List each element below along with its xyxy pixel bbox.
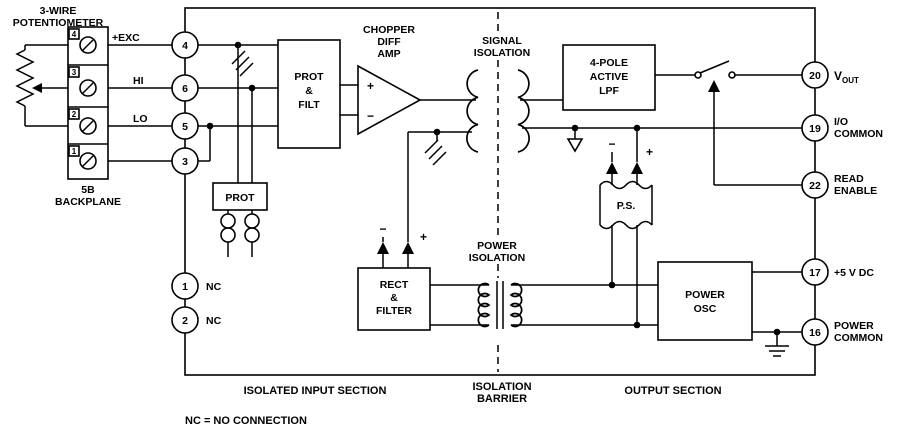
input-section-label: ISOLATED INPUT SECTION bbox=[244, 385, 387, 397]
svg-text:FILTER: FILTER bbox=[376, 305, 412, 317]
pin-2: 2 bbox=[182, 315, 188, 327]
svg-text:PROT: PROT bbox=[225, 192, 255, 204]
terminal-block: 4 3 2 1 bbox=[67, 26, 109, 180]
diode-arrow bbox=[402, 242, 414, 254]
pin-19: 19 bbox=[809, 123, 821, 135]
rect-filter-block: RECT & FILTER − + bbox=[357, 222, 431, 331]
power-isolation-transformer: POWER ISOLATION bbox=[469, 240, 525, 328]
svg-text:+: + bbox=[646, 145, 653, 159]
prot-filt-block: PROT & FILT bbox=[277, 39, 341, 149]
svg-text:DIFF: DIFF bbox=[377, 36, 401, 48]
vout-label: VOUT bbox=[834, 69, 859, 85]
svg-text:&: & bbox=[390, 292, 398, 304]
nc-label-pin1: NC bbox=[206, 281, 222, 293]
opamp-minus-input: − bbox=[367, 109, 374, 123]
diode-arrow bbox=[631, 162, 643, 174]
chopper-diff-amp: + − CHOPPER DIFF AMP bbox=[357, 24, 422, 136]
svg-text:&: & bbox=[305, 85, 313, 97]
lo-label: LO bbox=[133, 113, 148, 125]
input-pins: 4 6 5 3 1 2 NC NC bbox=[171, 31, 222, 334]
diode-arrow bbox=[606, 162, 618, 174]
io-common-label: I/O bbox=[834, 116, 848, 128]
wiper-arrow bbox=[32, 83, 42, 93]
svg-text:FILT: FILT bbox=[298, 99, 320, 111]
screw-terminals bbox=[79, 36, 97, 170]
section-labels: ISOLATED INPUT SECTION ISOLATION BARRIER… bbox=[185, 381, 722, 427]
signal-isolation-symbol: SIGNAL ISOLATION bbox=[457, 33, 547, 153]
nc-note: NC = NO CONNECTION bbox=[185, 415, 307, 427]
svg-text:POWER: POWER bbox=[477, 240, 517, 252]
svg-text:POWER: POWER bbox=[685, 289, 725, 301]
nc-label-pin2: NC bbox=[206, 315, 222, 327]
exc-label: +EXC bbox=[112, 32, 140, 44]
svg-text:4-POLE: 4-POLE bbox=[590, 57, 628, 69]
pin-16: 16 bbox=[809, 327, 821, 339]
pin-1: 1 bbox=[182, 281, 188, 293]
svg-text:COMMON: COMMON bbox=[834, 128, 883, 140]
pin-6: 6 bbox=[182, 83, 188, 95]
plus5v-label: +5 V DC bbox=[834, 267, 874, 279]
left-labels: 3-WIRE POTENTIOMETER 5B BACKPLANE +EXC H… bbox=[13, 5, 148, 208]
pin-20: 20 bbox=[809, 70, 821, 82]
power-common-label: POWER bbox=[834, 320, 874, 332]
svg-text:POTENTIOMETER: POTENTIOMETER bbox=[13, 17, 104, 29]
svg-text:−: − bbox=[608, 137, 615, 151]
potentiometer-resistor bbox=[15, 49, 35, 107]
ps-block: P.S. − + bbox=[599, 137, 653, 230]
terminal-block-pin-numbers: 4 3 2 1 bbox=[68, 28, 80, 157]
svg-text:SIGNAL: SIGNAL bbox=[482, 35, 522, 47]
pin-3: 3 bbox=[182, 156, 188, 168]
prot-block: PROT bbox=[212, 182, 268, 243]
svg-text:CHOPPER: CHOPPER bbox=[363, 24, 415, 36]
svg-text:ACTIVE: ACTIVE bbox=[590, 71, 629, 83]
common-triangle-symbol bbox=[566, 138, 584, 153]
backplane-label: 5B bbox=[81, 184, 95, 196]
svg-text:ISOLATION: ISOLATION bbox=[469, 252, 525, 264]
isolation-barrier-label: ISOLATION bbox=[472, 381, 531, 393]
svg-text:AMP: AMP bbox=[377, 48, 400, 60]
output-switch bbox=[694, 71, 736, 92]
pin-17: 17 bbox=[809, 267, 821, 279]
lpf-block: 4-POLE ACTIVE LPF bbox=[562, 44, 656, 111]
opamp-plus-input: + bbox=[367, 79, 374, 93]
diode-arrow bbox=[377, 242, 389, 254]
pin-5: 5 bbox=[182, 121, 188, 133]
block-pin-3: 3 bbox=[72, 68, 77, 77]
svg-text:BACKPLANE: BACKPLANE bbox=[55, 196, 121, 208]
svg-text:P.S.: P.S. bbox=[617, 200, 636, 212]
read-enable-label: READ bbox=[834, 173, 864, 185]
power-osc-block: POWER OSC bbox=[657, 261, 753, 341]
block-pin-2: 2 bbox=[72, 110, 77, 119]
current-limiter-symbols bbox=[220, 213, 260, 243]
output-pins: 20 19 22 17 16 VOUT I/O COMMON READ ENAB… bbox=[801, 61, 883, 346]
output-section-label: OUTPUT SECTION bbox=[624, 385, 721, 397]
svg-text:LPF: LPF bbox=[599, 85, 619, 97]
svg-text:BARRIER: BARRIER bbox=[477, 393, 527, 405]
svg-text:RECT: RECT bbox=[380, 279, 409, 291]
svg-text:COMMON: COMMON bbox=[834, 332, 883, 344]
pin-4: 4 bbox=[182, 40, 188, 52]
svg-text:PROT: PROT bbox=[294, 71, 324, 83]
switch-control-arrow bbox=[708, 80, 720, 92]
svg-text:+: + bbox=[420, 230, 427, 244]
svg-text:−: − bbox=[379, 222, 386, 236]
block-pin-4: 4 bbox=[72, 30, 77, 39]
junction-dots bbox=[206, 41, 781, 336]
svg-text:OSC: OSC bbox=[694, 303, 717, 315]
hi-label: HI bbox=[133, 75, 144, 87]
potentiometer-label: 3-WIRE bbox=[40, 5, 77, 17]
block-pin-1: 1 bbox=[72, 147, 77, 156]
svg-text:ISOLATION: ISOLATION bbox=[474, 47, 530, 59]
svg-text:ENABLE: ENABLE bbox=[834, 185, 877, 197]
pin-22: 22 bbox=[809, 180, 821, 192]
